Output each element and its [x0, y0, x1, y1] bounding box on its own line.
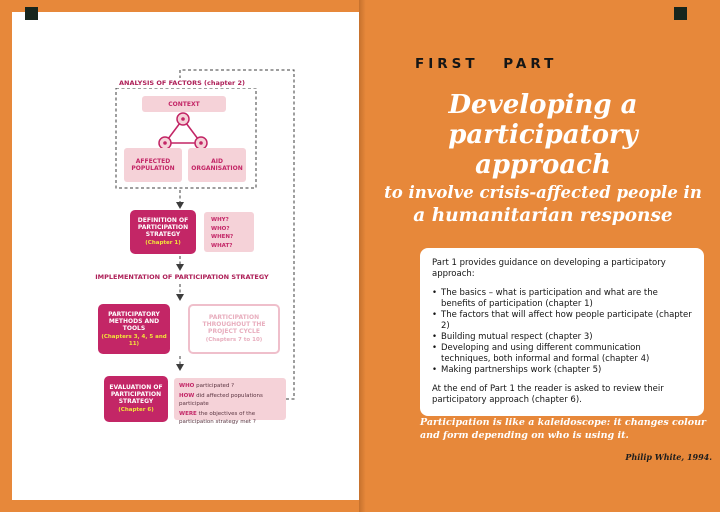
evaluation-question-text: did affected populations participate — [179, 393, 263, 407]
participatory-methods-label: PARTICIPATORY METHODS AND TOOLS — [108, 310, 160, 332]
quote-attribution: Philip White, 1994. — [625, 452, 712, 462]
definition-strategy-label: DEFINITION OF PARTICIPATION STRATEGY — [137, 217, 189, 238]
question-when: WHEN? — [211, 234, 234, 240]
question-why: WHY? — [211, 217, 229, 223]
feedback-loop-line — [179, 69, 295, 400]
overview-bullet-text: Making partnerships work (chapter 5) — [441, 365, 602, 375]
project-cycle-chapter-ref: (Chapters 7 to 10) — [205, 337, 263, 343]
evaluation-question-lead: HOW — [179, 393, 195, 399]
analysis-factors-title: ANALYSIS OF FACTORS (chapter 2) — [102, 78, 262, 88]
context-box: CONTEXT — [142, 96, 226, 112]
evaluation-chapter-ref: (Chapter 6) — [118, 407, 154, 413]
project-cycle-label: PARTICIPATION THROUGHOUT THE PROJECT CYC… — [202, 314, 266, 335]
corner-marker-right — [674, 7, 687, 20]
overview-bullet-text: The basics – what is participation and w… — [441, 288, 658, 309]
analysis-dashed-frame — [115, 87, 257, 189]
evaluation-question-lead: WERE — [179, 411, 197, 417]
definition-chapter-ref: (Chapter 1) — [145, 240, 181, 246]
evaluation-question: HOW did affected populations participate — [179, 392, 281, 408]
overview-bullet-list: The basics – what is participation and w… — [432, 288, 692, 376]
part-overview-box: Part 1 provides guidance on developing a… — [420, 248, 704, 416]
bullet-icon — [432, 288, 441, 310]
overview-bullet: The basics – what is participation and w… — [432, 288, 692, 310]
participatory-methods-box: PARTICIPATORY METHODS AND TOOLS (Chapter… — [98, 304, 170, 354]
evaluation-question: WHO participated ? — [179, 382, 281, 390]
corner-marker-left — [25, 7, 38, 20]
bullet-icon — [432, 332, 441, 343]
aid-organisation-box: AID ORGANISATION — [188, 148, 246, 182]
evaluation-question-lead: WHO — [179, 383, 195, 389]
evaluation-question-text: the objectives of the participation stra… — [179, 411, 256, 425]
arrow-down-icon — [176, 202, 184, 209]
overview-bullet: Making partnerships work (chapter 5) — [432, 365, 692, 376]
evaluation-question-text: participated ? — [194, 383, 235, 389]
flowchart-connectors-layer — [115, 69, 295, 400]
arrow-down-icon — [176, 264, 184, 271]
arrow-down-icon — [176, 294, 184, 301]
actors-triangle-diagram — [158, 112, 208, 150]
page-fold-shadow — [359, 0, 367, 512]
overview-bullet-text: The factors that will affect how people … — [441, 310, 692, 331]
title-line-4: a humanitarian response — [413, 205, 673, 226]
title-line-1: Developing a — [448, 90, 638, 120]
evaluation-question: WERE the objectives of the participation… — [179, 410, 281, 426]
overview-bullet: Building mutual respect (chapter 3) — [432, 332, 692, 343]
affected-population-box: AFFECTED POPULATION — [124, 148, 182, 182]
title-line-3: to involve crisis-affected people in — [384, 183, 702, 202]
overview-bullet: Developing and using different communica… — [432, 343, 692, 365]
bullet-icon — [432, 310, 441, 332]
kaleidoscope-quote: Participation is like a kaleidoscope: it… — [420, 417, 706, 441]
overview-closing: At the end of Part 1 the reader is asked… — [432, 384, 664, 405]
evaluation-strategy-label: EVALUATION OF PARTICIPATION STRATEGY — [109, 384, 163, 405]
title-line-2: participatory approach — [448, 120, 638, 180]
question-who: WHO? — [211, 225, 230, 232]
chapter-title: Developing a participatory approach to i… — [378, 90, 708, 228]
evaluation-strategy-box: EVALUATION OF PARTICIPATION STRATEGY (Ch… — [104, 376, 168, 422]
overview-bullet-text: Developing and using different communica… — [441, 343, 650, 364]
overview-intro: Part 1 provides guidance on developing a… — [432, 258, 666, 279]
right-page: FIRST PART Developing a participatory ap… — [360, 0, 720, 512]
overview-bullet-text: Building mutual respect (chapter 3) — [441, 332, 593, 342]
definition-questions-box: WHY? WHO? WHEN? WHAT? — [204, 212, 254, 252]
overview-bullet: The factors that will affect how people … — [432, 310, 692, 332]
implementation-title: IMPLEMENTATION OF PARTICIPATION STRATEGY — [72, 272, 292, 282]
evaluation-questions-box: WHO participated ? HOW did affected popu… — [174, 378, 286, 425]
project-cycle-box: PARTICIPATION THROUGHOUT THE PROJECT CYC… — [188, 304, 280, 354]
bullet-icon — [432, 343, 441, 365]
question-what: WHAT? — [211, 242, 233, 249]
bullet-icon — [432, 365, 441, 376]
left-page: ANALYSIS OF FACTORS (chapter 2) CONTEXT … — [12, 12, 359, 500]
arrow-down-icon — [176, 364, 184, 371]
first-part-kicker: FIRST PART — [415, 56, 558, 72]
definition-strategy-box: DEFINITION OF PARTICIPATION STRATEGY (Ch… — [130, 210, 196, 254]
methods-chapter-ref: (Chapters 3, 4, 5 and 11) — [101, 333, 167, 347]
